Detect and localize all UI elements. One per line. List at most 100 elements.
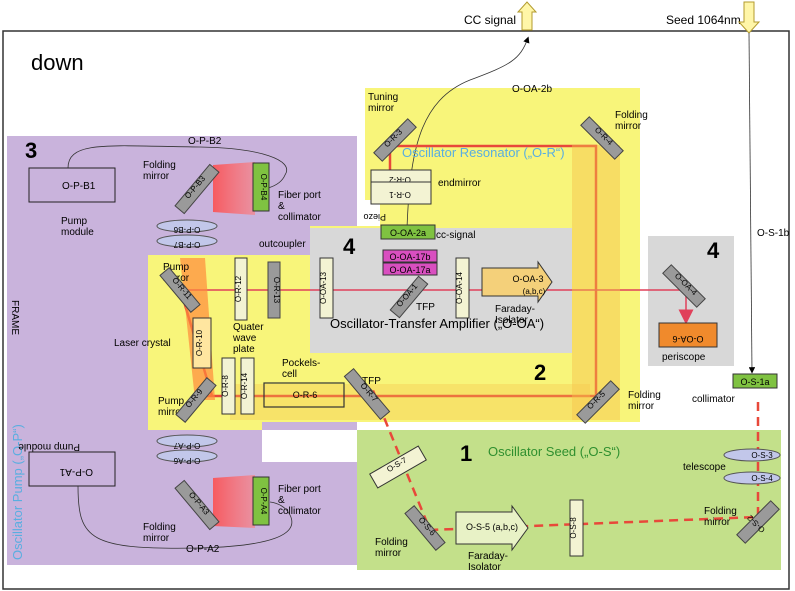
o-s-7-component[interactable] bbox=[369, 445, 427, 489]
o-s-1a-collimator[interactable] bbox=[732, 373, 778, 389]
pump-fiber-top bbox=[67, 145, 288, 189]
o-oa-3-faraday[interactable] bbox=[481, 260, 553, 304]
o-r-7-tfp[interactable] bbox=[343, 367, 391, 421]
pump-fiber-bottom bbox=[77, 485, 293, 549]
seed-region-title: Oscillator Seed („O-S“) bbox=[488, 444, 620, 459]
o-s-4-lens[interactable] bbox=[723, 471, 781, 485]
endmirror-label: endmirror bbox=[438, 178, 481, 189]
o-r-8-component[interactable] bbox=[221, 357, 236, 415]
o-oa-3-sub-label: (a,b,c) bbox=[523, 287, 546, 296]
resonator-title: Oscillator Resonator („O-R“) bbox=[402, 145, 565, 160]
o-s-8-component[interactable] bbox=[569, 499, 584, 557]
o-r-12-component[interactable] bbox=[234, 257, 248, 321]
o-p-a6-lens[interactable] bbox=[156, 449, 218, 463]
o-p-a3-mirror[interactable] bbox=[174, 479, 220, 531]
o-r-1-component[interactable] bbox=[370, 181, 432, 205]
o-r-4-mirror[interactable] bbox=[580, 116, 624, 160]
o-s-1a-label: O-S-1a bbox=[740, 377, 769, 387]
o-p-b6-label: O-P-B6 bbox=[173, 225, 200, 234]
o-r-11-mirror[interactable] bbox=[159, 267, 201, 313]
o-r-6-label: O-R-6 bbox=[293, 390, 318, 400]
o-oa-17b-component[interactable] bbox=[382, 249, 438, 263]
seed-fiber bbox=[748, 32, 756, 374]
resonator-section-number: 2 bbox=[534, 360, 546, 385]
o-p-b7-lens[interactable] bbox=[156, 234, 218, 248]
seed-section-number: 1 bbox=[460, 441, 472, 466]
telescope-label: telescope bbox=[683, 462, 726, 473]
o-s-2-mirror[interactable] bbox=[736, 500, 780, 544]
o-p-b2-label: O-P-B2 bbox=[188, 136, 222, 147]
o-p-b6-lens[interactable] bbox=[156, 219, 218, 233]
o-r-1-label: O-R-1 bbox=[389, 190, 411, 199]
tfp-resonator-label: TFP bbox=[362, 376, 381, 387]
o-p-a6-label: O-P-A6 bbox=[173, 456, 200, 465]
o-p-b3-mirror[interactable] bbox=[174, 163, 220, 215]
o-p-b7-label: O-P-B7 bbox=[173, 240, 200, 249]
o-s-8-label: O-S-8 bbox=[569, 517, 578, 539]
page-title: down bbox=[31, 50, 84, 75]
o-oa-6-periscope[interactable] bbox=[658, 322, 718, 348]
o-oa-14-label: O-OA-14 bbox=[455, 271, 464, 304]
piezo-label: Piezo bbox=[363, 212, 386, 222]
o-oa-2a-component[interactable] bbox=[380, 224, 436, 240]
collimator-label: collimator bbox=[692, 394, 735, 405]
seed-input-arrow bbox=[737, 1, 761, 34]
o-s-4-label: O-S-4 bbox=[751, 474, 773, 483]
seed-input-label: Seed 1064nm bbox=[666, 13, 741, 27]
o-r-13-component[interactable] bbox=[267, 261, 281, 319]
o-oa-4-mirror[interactable] bbox=[662, 264, 706, 308]
pump-module-bottom bbox=[28, 451, 116, 487]
o-oa-14-component[interactable] bbox=[455, 257, 470, 319]
o-r-10-crystal[interactable] bbox=[192, 317, 212, 369]
pump-beam-bottom bbox=[213, 475, 255, 528]
o-s-1b-label: O-S-1b bbox=[757, 228, 790, 239]
o-p-a4-label: O-P-A4 bbox=[259, 488, 268, 515]
o-oa-2a-label: O-OA-2a bbox=[390, 228, 426, 238]
cc-signal-output-arrow bbox=[516, 1, 538, 31]
o-oa-17a-component[interactable] bbox=[382, 262, 438, 276]
o-r-9-mirror[interactable] bbox=[175, 377, 217, 423]
o-s-5-faraday[interactable] bbox=[455, 504, 529, 552]
o-r-14-label: O-R-14 bbox=[240, 372, 249, 399]
oa-section-number: 4 bbox=[343, 234, 356, 259]
o-p-a4-fiber-port[interactable] bbox=[252, 476, 270, 526]
cc-signal-oa-label: cc-signal bbox=[436, 230, 475, 241]
tfp-oa-label: TFP bbox=[416, 302, 435, 313]
o-r-5-mirror[interactable] bbox=[576, 380, 620, 424]
fiber-port-bottom-label: Fiber port&collimator bbox=[278, 484, 321, 517]
pump-region-title: Oscillator Pump („O-P“) bbox=[10, 424, 25, 560]
o-oa-2b-label: O-OA-2b bbox=[512, 84, 552, 95]
o-p-a1-label: O-P-A1 bbox=[59, 466, 93, 477]
o-oa-17a-label: O-OA-17a bbox=[389, 265, 430, 275]
o-s-5-label: O-S-5 (a,b,c) bbox=[466, 522, 518, 532]
o-s-6-mirror[interactable] bbox=[404, 505, 446, 551]
pump-beam-top bbox=[213, 162, 255, 215]
o-p-b4-fiber-port[interactable] bbox=[252, 162, 270, 212]
frame-label: FRAME bbox=[9, 300, 20, 335]
o-r-3-mirror[interactable] bbox=[373, 118, 417, 162]
o-p-a7-lens[interactable] bbox=[156, 434, 218, 448]
periscope-label: periscope bbox=[662, 352, 706, 363]
laser-crystal-label: Laser crystal bbox=[114, 338, 171, 349]
o-oa-13-component[interactable] bbox=[319, 257, 334, 319]
o-oa-13-label: O-OA-13 bbox=[319, 271, 328, 304]
fiber-port-top-label: Fiber port&collimator bbox=[278, 190, 321, 223]
o-p-b1-label: O-P-B1 bbox=[62, 181, 96, 192]
o-p-b4-label: O-P-B4 bbox=[259, 174, 268, 201]
o-r-14-component[interactable] bbox=[240, 357, 255, 415]
o-r-6-pockels-cell[interactable] bbox=[263, 382, 345, 408]
pockels-cell-label: Pockels-cell bbox=[282, 358, 320, 380]
o-oa-1-tfp[interactable] bbox=[389, 275, 429, 319]
outcoupler-label: outcoupler bbox=[259, 239, 306, 250]
o-oa-3-label: O-OA-3 bbox=[512, 274, 543, 284]
o-r-12-label: O-R-12 bbox=[234, 275, 243, 302]
cc-signal-label: CC signal bbox=[464, 13, 516, 27]
o-s-3-lens[interactable] bbox=[723, 448, 781, 462]
